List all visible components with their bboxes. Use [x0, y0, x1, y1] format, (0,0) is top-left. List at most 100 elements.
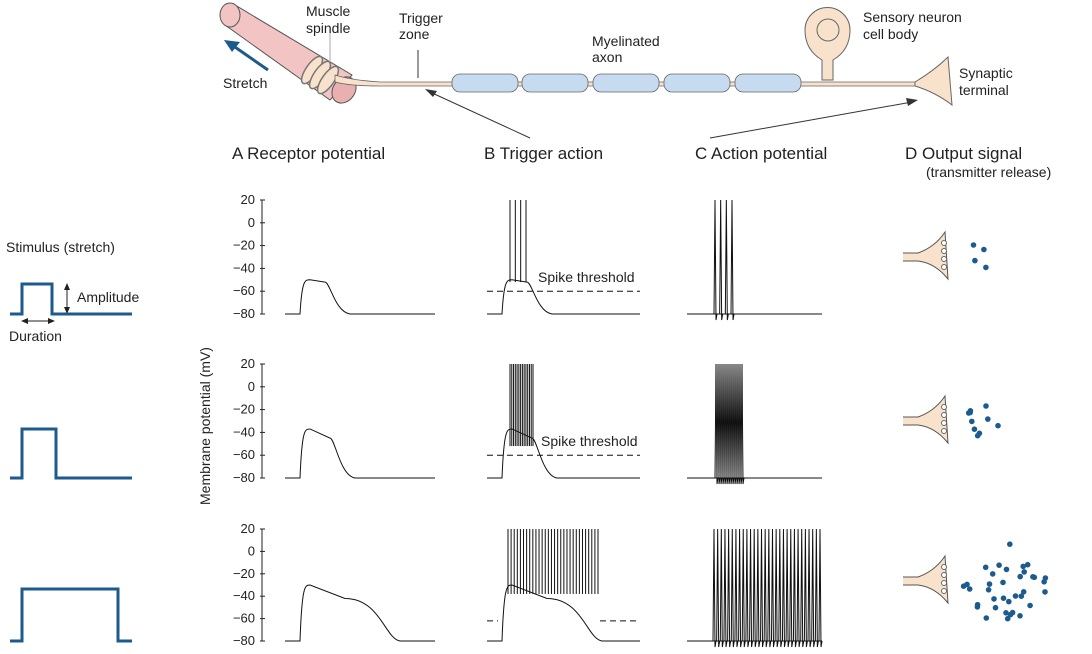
- released-transmitter-dot: [1006, 598, 1012, 605]
- released-transmitter-dot: [976, 430, 983, 437]
- y-tick-label: −60: [233, 447, 255, 462]
- released-transmitter-dot: [991, 596, 997, 602]
- synaptic-terminal-shape: [914, 55, 953, 107]
- action-potential-spike: [767, 528, 772, 648]
- cell-body-label-1: Sensory neuron: [863, 9, 962, 25]
- released-transmitter-dot: [1030, 574, 1036, 580]
- y-tick-label: −80: [233, 633, 255, 648]
- action-potential-spike: [803, 528, 808, 648]
- vesicle-docked: [941, 420, 947, 426]
- y-tick-label: −80: [233, 470, 255, 485]
- released-transmitter-dot: [1000, 579, 1006, 586]
- stimulus-title: Stimulus (stretch): [6, 239, 115, 255]
- action-potential-spike: [730, 199, 735, 321]
- vesicle-docked: [941, 572, 947, 578]
- action-potential-spike: [724, 199, 729, 321]
- action-potential-spike: [800, 528, 805, 648]
- vesicle-docked: [941, 564, 947, 570]
- action-potential-spike: [716, 528, 721, 648]
- y-tick-label: 20: [241, 192, 255, 207]
- action-potential-spike: [713, 199, 718, 321]
- released-transmitter-dot: [1021, 569, 1027, 575]
- y-tick-label: −80: [233, 306, 255, 321]
- released-transmitter-dot: [1012, 593, 1019, 599]
- released-transmitter-dot: [983, 403, 989, 409]
- action-potential-spike: [745, 528, 750, 648]
- released-transmitter-dot: [974, 604, 981, 610]
- released-transmitter-dot: [1003, 610, 1009, 616]
- vesicle-docked: [941, 240, 947, 246]
- action-potential-spike: [814, 528, 819, 648]
- released-transmitter-dot: [967, 409, 973, 416]
- header-c: C Action potential: [695, 144, 827, 163]
- vesicle-docked: [941, 428, 947, 434]
- released-transmitter-dot: [1007, 541, 1013, 547]
- vesicle-docked: [941, 588, 947, 594]
- y-tick-label: 0: [248, 543, 255, 558]
- vesicle-docked: [941, 580, 947, 586]
- myelin-sheaths: [451, 73, 802, 93]
- action-potential-spike: [724, 363, 729, 485]
- released-transmitter-dot: [992, 604, 999, 611]
- muscle-fiber: [219, 2, 357, 104]
- amplitude-label: Amplitude: [77, 289, 139, 305]
- trigger-zone-label-2: zone: [399, 26, 430, 42]
- released-transmitter-dot: [1000, 595, 1007, 601]
- action-potential-spike: [789, 528, 794, 648]
- action-potential-spike: [714, 363, 719, 485]
- action-potential-spike: [740, 363, 745, 485]
- trigger-zone-trace: [487, 584, 640, 642]
- released-transmitter-dot: [1017, 613, 1023, 619]
- y-tick-label: 0: [248, 379, 255, 394]
- y-tick-label: −40: [233, 588, 255, 603]
- released-transmitter-dot: [1003, 566, 1010, 573]
- released-transmitter-dot: [1020, 589, 1027, 595]
- action-potential-spike: [781, 528, 786, 648]
- y-tick-label: 20: [241, 521, 255, 536]
- y-tick-label: −60: [233, 283, 255, 298]
- released-transmitter-dot: [1024, 561, 1031, 568]
- y-tick-label: −20: [233, 402, 255, 417]
- action-potential-spike: [723, 528, 728, 648]
- synaptic-terminal: [903, 394, 949, 445]
- released-transmitter-dot: [1042, 589, 1048, 595]
- action-potential-spike: [722, 363, 727, 485]
- cell-body: [804, 7, 851, 81]
- released-transmitter-dot: [981, 246, 987, 253]
- myelinated-axon-label-1: Myelinated: [592, 33, 660, 49]
- synaptic-terminal-label-1: Synaptic: [959, 65, 1013, 81]
- action-potential-spike: [719, 528, 724, 648]
- released-transmitter-dot: [970, 242, 977, 248]
- action-potential-spike: [792, 528, 797, 648]
- action-potential-spike: [752, 528, 757, 648]
- muscle-spindle-label-2: spindle: [306, 20, 351, 36]
- duration-label: Duration: [9, 328, 62, 344]
- y-tick-label: 0: [248, 215, 255, 230]
- released-transmitter-dot: [983, 264, 989, 271]
- action-potential-spike: [774, 528, 779, 648]
- synaptic-terminal-label-2: terminal: [959, 82, 1009, 98]
- action-potential-spike: [763, 528, 768, 648]
- released-transmitter-dot: [972, 257, 978, 264]
- action-potential-spike: [770, 528, 775, 648]
- cell-body-label-2: cell body: [863, 26, 918, 42]
- released-transmitter-dot: [1017, 573, 1023, 580]
- action-potential-spike: [738, 363, 743, 485]
- action-potential-spike: [807, 528, 812, 648]
- released-transmitter-dot: [996, 562, 1002, 568]
- action-potential-spike: [727, 528, 732, 648]
- action-potential-spike: [749, 528, 754, 648]
- vesicle-docked: [941, 264, 947, 270]
- stimulus-trace: [10, 282, 132, 316]
- header-b: B Trigger action: [484, 144, 603, 163]
- receptor-potential-trace: [285, 584, 435, 642]
- action-potential-spike: [785, 528, 790, 648]
- vesicle-docked: [941, 412, 947, 418]
- action-potential-spike: [712, 528, 717, 648]
- y-tick-label: −20: [233, 238, 255, 253]
- released-transmitter-dot: [995, 422, 1001, 429]
